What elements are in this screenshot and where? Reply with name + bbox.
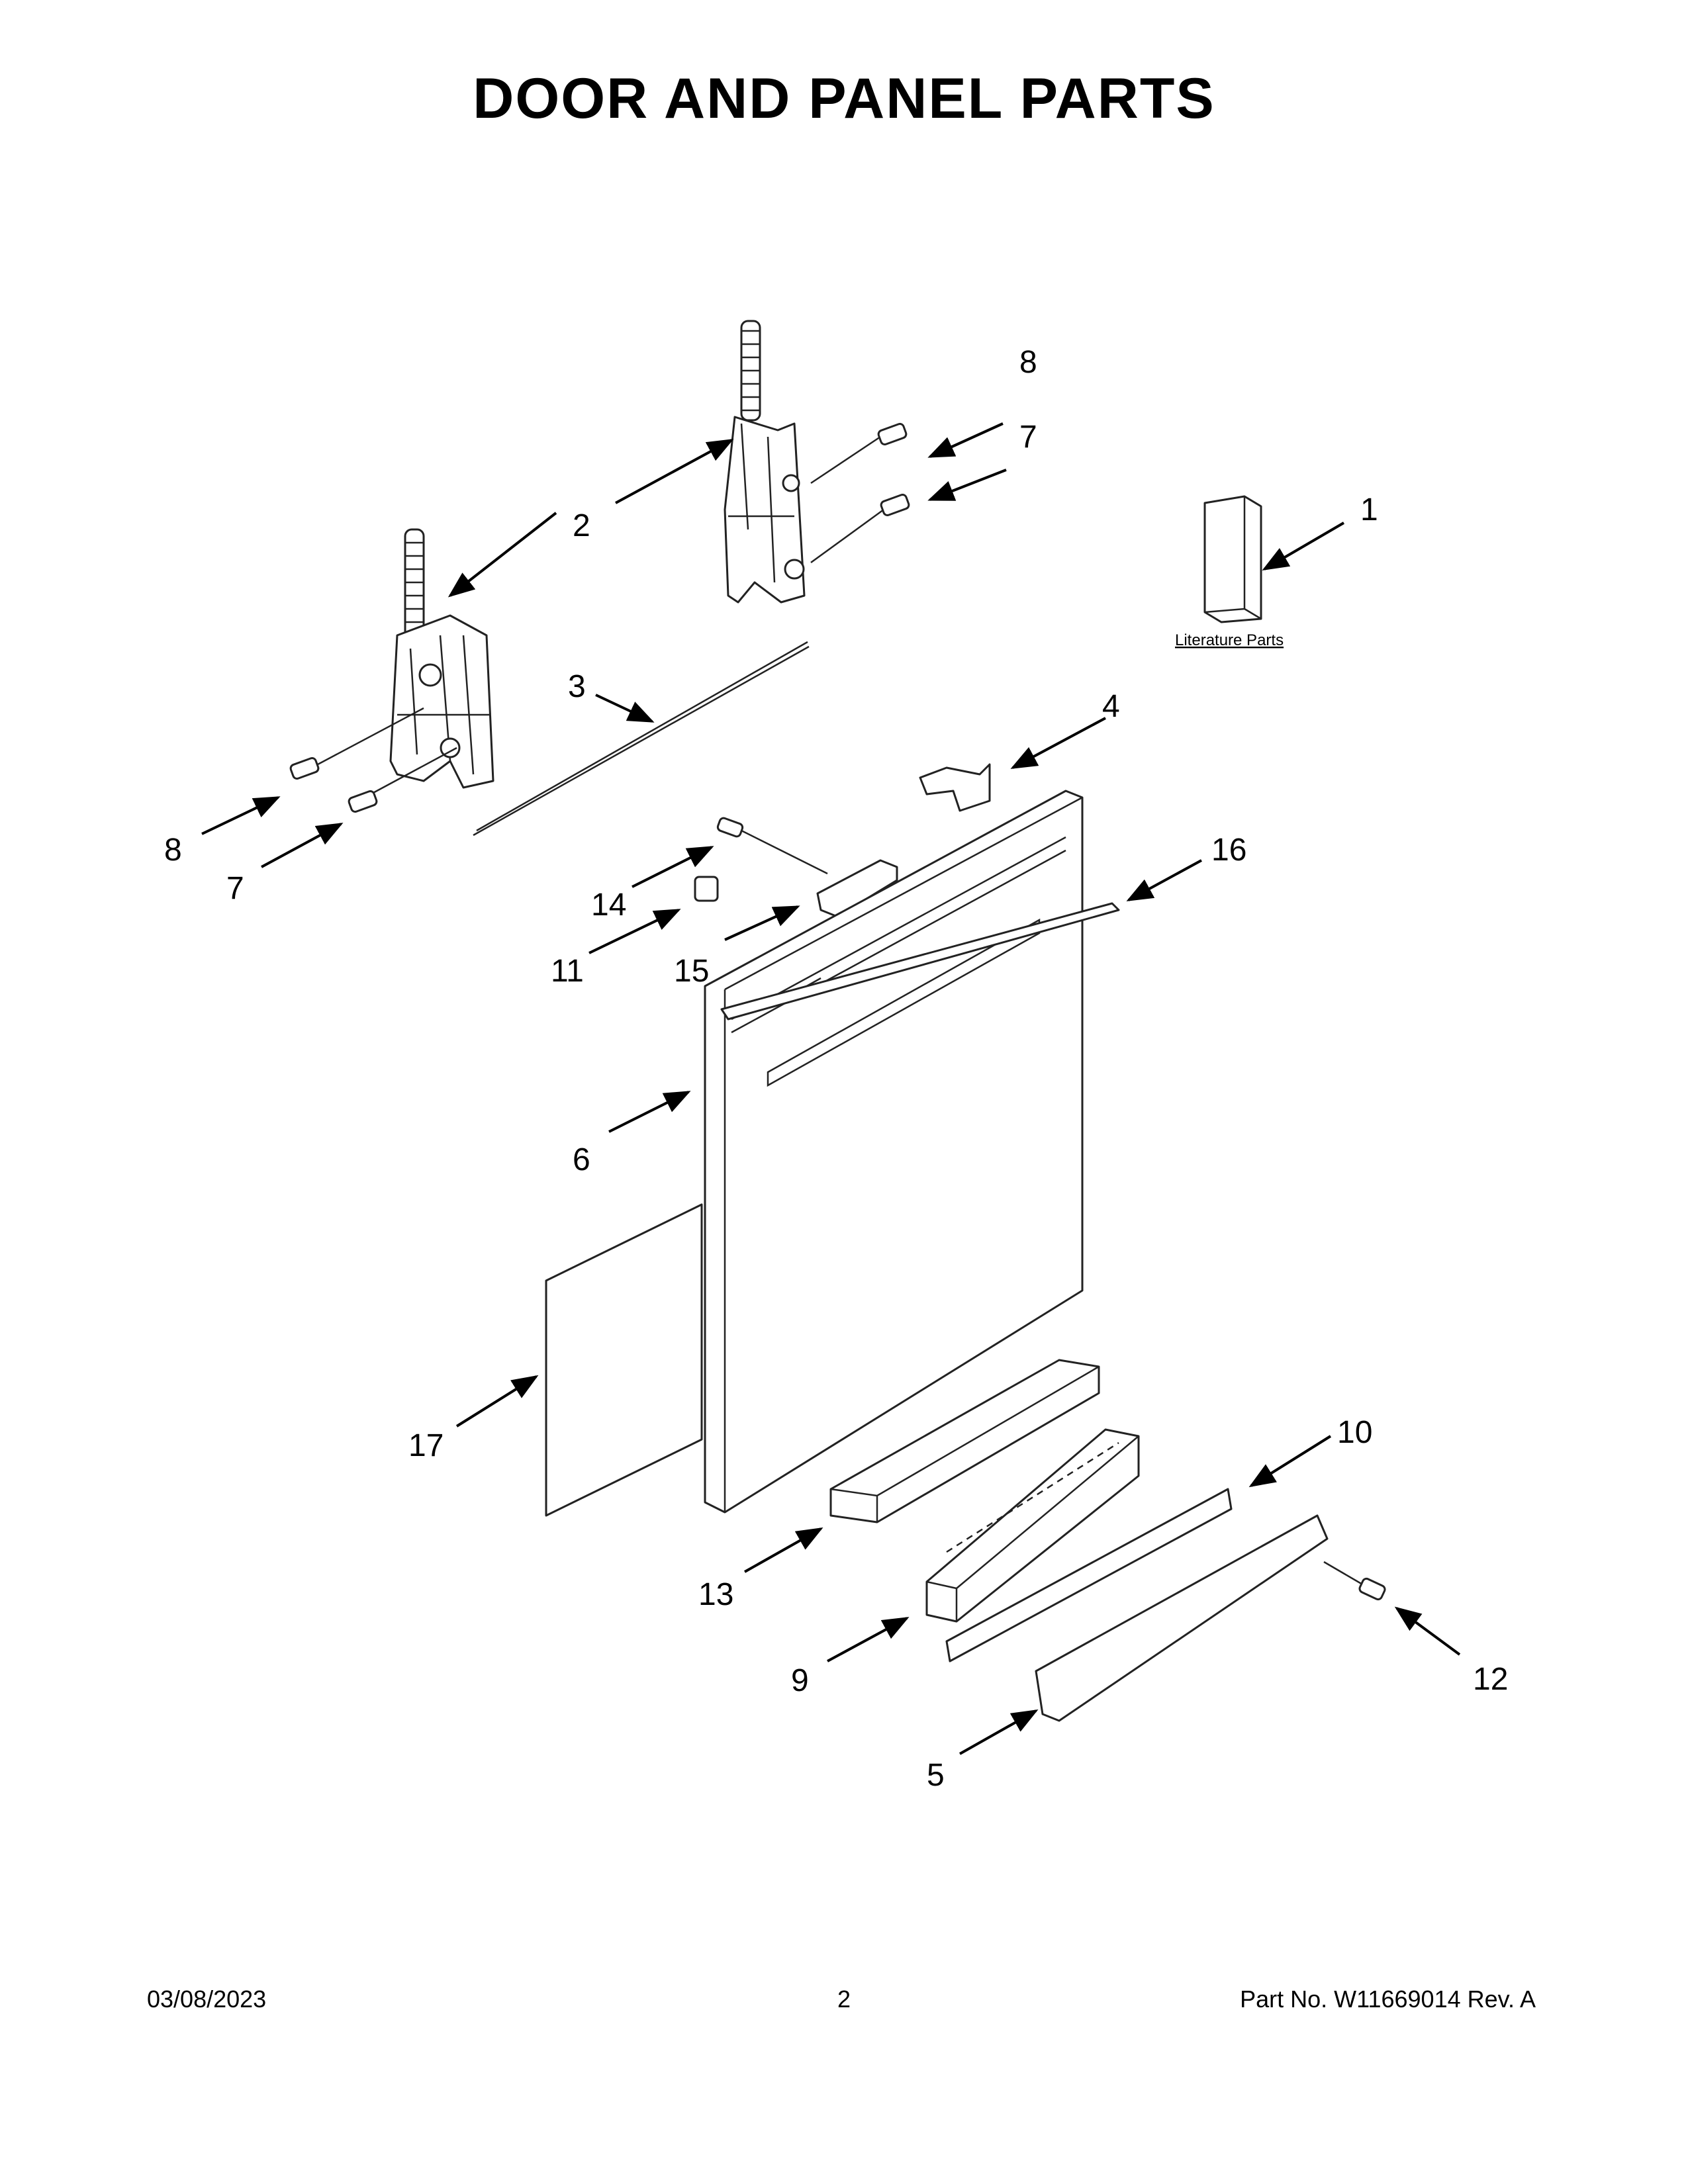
page-title: DOOR AND PANEL PARTS: [473, 67, 1215, 130]
footer-part-number: Part No. W11669014 Rev. A: [1240, 1985, 1536, 2013]
toe-panel-13: [829, 1359, 1100, 1524]
screw-upper-8: [810, 423, 908, 484]
door-rod: [473, 641, 810, 837]
door-panel: [704, 790, 1084, 1514]
callout-4: 4: [1102, 689, 1120, 724]
footer-page-number: 2: [837, 1985, 851, 2013]
footer-date: 03/08/2023: [147, 1985, 267, 2013]
latch-component: [919, 763, 991, 812]
screw-left-7: [348, 747, 457, 813]
screw-14: [716, 817, 828, 875]
callout-8-upper: 8: [1019, 345, 1037, 380]
screw-12: [1323, 1561, 1386, 1601]
literature-parts-booklet: [1203, 495, 1262, 623]
hinge-assembly-upper: [724, 320, 806, 604]
callout-13: 13: [698, 1577, 733, 1612]
kickplate-5: [1035, 1514, 1329, 1722]
callout-11: 11: [551, 954, 584, 989]
callout-7-upper: 7: [1019, 420, 1037, 455]
insulation-panel-17: [545, 1203, 703, 1517]
callout-7-left: 7: [226, 871, 244, 906]
callout-1: 1: [1360, 492, 1378, 527]
callout-2: 2: [573, 508, 590, 543]
callout-16: 16: [1211, 833, 1246, 868]
callout-5: 5: [927, 1758, 945, 1793]
trim-strip-16: [720, 902, 1120, 1021]
screw-left-8: [289, 707, 424, 780]
control-module-15: [816, 859, 898, 918]
leader-arrows: [201, 422, 1461, 1755]
literature-parts-label: Literature Parts: [1175, 631, 1284, 649]
screw-upper-7: [810, 494, 910, 564]
callout-10: 10: [1337, 1415, 1372, 1450]
toe-panel-9: [925, 1428, 1140, 1623]
callout-15: 15: [674, 954, 709, 989]
callout-6: 6: [573, 1142, 590, 1177]
callout-12: 12: [1473, 1662, 1508, 1697]
callout-8-left: 8: [164, 833, 182, 868]
callout-3: 3: [568, 669, 586, 704]
hinge-assembly-left: [389, 528, 494, 789]
bracket-10: [945, 1488, 1233, 1662]
callout-9: 9: [791, 1663, 809, 1698]
callout-14: 14: [591, 887, 626, 923]
callout-17: 17: [408, 1428, 444, 1463]
switch-11: [694, 876, 719, 902]
